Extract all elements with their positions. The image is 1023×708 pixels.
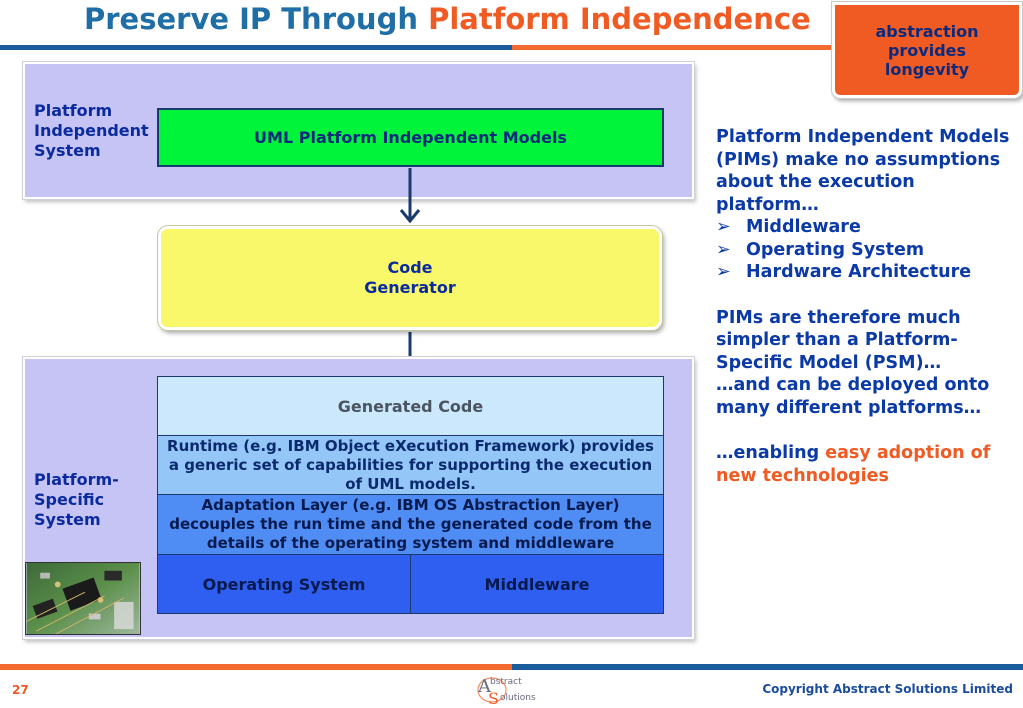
list-item: ➢ Hardware Architecture xyxy=(716,261,1016,284)
pim-enabling-text: …enabling easy adoption of new technolog… xyxy=(716,442,1016,487)
title-part-2: Platform Independence xyxy=(428,2,811,36)
list-item: ➢ Middleware xyxy=(716,216,1016,239)
header-divider-orange xyxy=(512,45,836,50)
middleware-layer: Middleware xyxy=(410,554,664,614)
logo-text-line2: olutions xyxy=(500,693,536,703)
right-description: Platform Independent Models (PIMs) make … xyxy=(716,126,1016,487)
copyright-notice: Copyright Abstract Solutions Limited xyxy=(762,682,1013,696)
footer-divider-orange xyxy=(0,664,512,670)
list-item-text: Operating System xyxy=(746,239,925,260)
bullet-arrow-icon: ➢ xyxy=(716,217,731,237)
list-item-text: Middleware xyxy=(746,217,861,237)
footer-divider-blue xyxy=(512,664,1023,670)
logo-text-line1: bstract xyxy=(490,677,522,687)
uml-models-box: UML Platform Independent Models xyxy=(157,108,664,167)
bullet-arrow-icon: ➢ xyxy=(716,262,731,282)
assumption-list: ➢ Middleware ➢ Operating System ➢ Hardware … xyxy=(716,216,1016,284)
header-divider-blue xyxy=(0,45,512,50)
runtime-layer: Runtime (e.g. IBM Object eXecution Frame… xyxy=(157,435,664,495)
generated-code-layer: Generated Code xyxy=(157,376,664,436)
logo-letter-s: S xyxy=(488,689,499,706)
list-item-text: Hardware Architecture xyxy=(746,262,972,282)
pim-simpler-text: PIMs are therefore much simpler than a P… xyxy=(716,307,961,373)
bullet-arrow-icon: ➢ xyxy=(716,239,731,260)
circuit-board-image xyxy=(25,562,141,635)
page-number: 27 xyxy=(12,683,29,697)
arrow-down-icon xyxy=(399,168,421,224)
enabling-prefix: …enabling xyxy=(716,443,826,463)
adaptation-layer: Adaptation Layer (e.g. IBM OS Abstractio… xyxy=(157,494,664,555)
title-part-1: Preserve IP Through xyxy=(84,2,429,36)
logo-letter-a: A xyxy=(477,676,492,697)
pim-description: Platform Independent Models (PIMs) make … xyxy=(716,127,1010,215)
code-generator-box: Code Generator xyxy=(158,226,662,330)
list-item: ➢ Operating System xyxy=(716,239,1016,262)
enabling-highlight: easy adoption of new technologies xyxy=(716,443,991,486)
abstract-solutions-logo: A bstract S olutions xyxy=(477,676,536,706)
page-title: Preserve IP Through Platform Independenc… xyxy=(84,2,811,36)
callout-box: abstraction provides longevity xyxy=(832,2,1022,98)
operating-system-layer: Operating System xyxy=(157,554,411,614)
platform-independent-label: Platform Independent System xyxy=(34,101,149,160)
pim-deploy-text: …and can be deployed onto many different… xyxy=(716,375,990,418)
platform-specific-label: Platform- Specific System xyxy=(34,470,119,529)
